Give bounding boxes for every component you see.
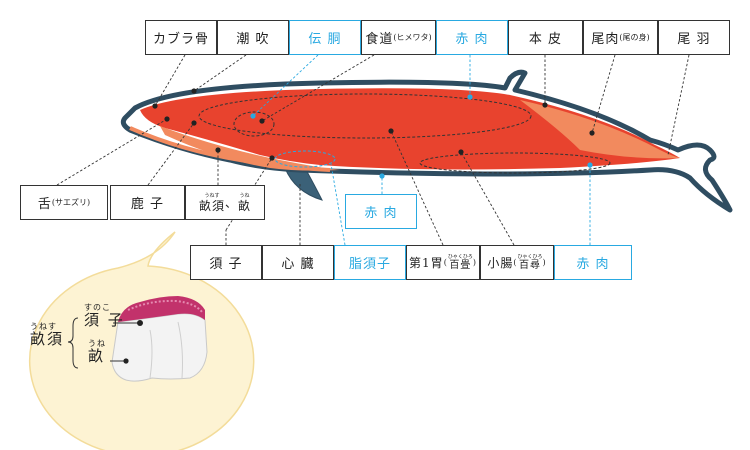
meat-tail	[520, 100, 680, 159]
label-akaniku-top: 赤 肉	[436, 20, 508, 55]
label-sunoko: 須 子	[190, 245, 262, 280]
leader-dots	[152, 88, 595, 179]
label-oba: 尾 羽	[658, 20, 730, 55]
inset-label-sunoko: すのこ須 子	[84, 303, 125, 329]
une-white-layer	[111, 313, 208, 382]
ellipse-akaniku-bottom	[419, 152, 611, 174]
inset-label-unesu: うねす畝須	[30, 322, 65, 348]
label-oniku: 尾肉(尾の身)	[583, 20, 658, 55]
label-shisunoko: 脂須子	[334, 245, 406, 280]
label-unesu-une: うねす畝須、うね畝	[185, 185, 265, 220]
ellipse-akaniku-top	[198, 93, 532, 139]
inset-label-une: うね畝	[88, 339, 106, 365]
ellipse-shokudo	[233, 111, 275, 137]
label-kaburabone: カブラ骨	[145, 20, 217, 55]
leader-lines-blue	[252, 54, 591, 246]
label-dendo: 伝 胴	[289, 20, 361, 55]
label-kanoko: 鹿 子	[110, 185, 185, 220]
whale-flipper	[284, 167, 323, 201]
label-shocho: 小腸(ひゃくひろ百尋)	[480, 245, 554, 280]
label-honkawa: 本 皮	[508, 20, 583, 55]
unesu-brace	[67, 317, 79, 369]
label-dai1i: 第1胃(ひゃくひろ百畳)	[406, 245, 480, 280]
label-akaniku-mid: 赤 肉	[345, 194, 417, 229]
ventral-grooves	[129, 126, 331, 172]
ellipse-shisunoko	[274, 150, 336, 168]
label-shokudo: 食道(ヒメワタ)	[361, 20, 436, 55]
label-shita: 舌(サエズリ)	[20, 185, 108, 220]
label-shinzo: 心 臓	[262, 245, 334, 280]
label-shiofuki: 潮 吹	[217, 20, 289, 55]
label-akaniku-bottom: 赤 肉	[554, 245, 632, 280]
inset-section-drawing	[67, 296, 208, 382]
